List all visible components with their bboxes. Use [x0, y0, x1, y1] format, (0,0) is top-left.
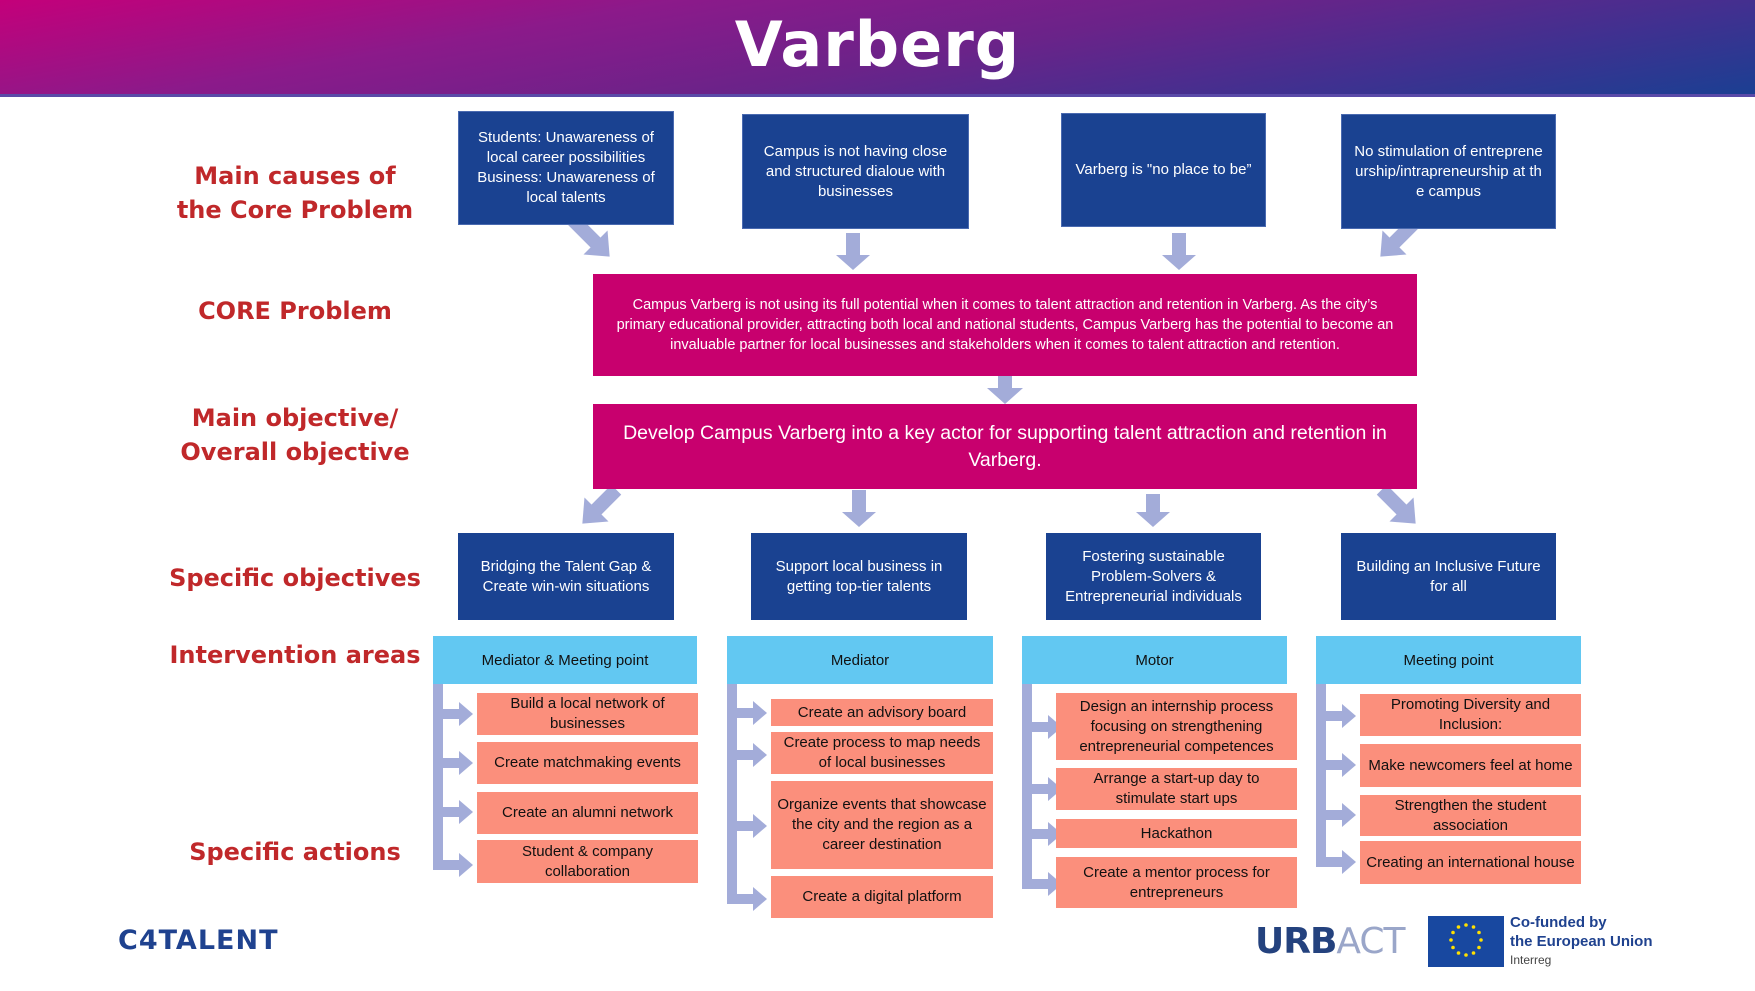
interreg-label: Interreg [1510, 953, 1552, 967]
specific-objective-box-4: Building an Inclusive Future for all [1341, 533, 1556, 620]
cause-box-4: No stimulation of entrepreneurship/intra… [1341, 114, 1556, 229]
label-main-causes-line1: Main causes of [194, 162, 396, 190]
eu-cofunded-line2: the European Union [1510, 933, 1653, 950]
action-1-3: Create an alumni network [477, 792, 698, 834]
bracket-column-2-icon [727, 684, 767, 911]
action-4-3: Strengthen the student association [1360, 795, 1581, 836]
c4talent-logo: C4TALENT [118, 925, 279, 956]
title-banner: Varberg [0, 0, 1755, 97]
label-core-problem: CORE Problem [198, 297, 392, 325]
eu-cofunded-line1: Co-funded by [1510, 914, 1607, 931]
action-4-4: Creating an international house [1360, 841, 1581, 884]
specific-objective-box-3: Fostering sustainable Problem-Solvers & … [1046, 533, 1261, 620]
label-main-causes: Main causes of the Core Problem [150, 159, 440, 227]
label-specific-objectives: Specific objectives [169, 564, 421, 592]
specific-objective-box-2: Support local business in getting top-ti… [751, 533, 967, 620]
label-main-causes-line2: the Core Problem [176, 196, 414, 224]
action-1-2: Create matchmaking events [477, 742, 698, 784]
specific-objective-box-1: Bridging the Talent Gap & Create win-win… [458, 533, 674, 620]
arrow-objective-2-icon [842, 490, 876, 527]
eu-flag-icon [1428, 916, 1504, 967]
intervention-area-2: Mediator [727, 636, 993, 684]
bracket-column-4-icon [1316, 684, 1356, 874]
action-4-1: Promoting Diversity and Inclusion: [1360, 694, 1581, 736]
arrow-cause-3-icon [1162, 233, 1196, 270]
core-problem-box: Campus Varberg is not using its full pot… [593, 274, 1417, 376]
urbact-logo-part1: URB [1255, 921, 1337, 962]
action-2-3: Organize events that showcase the city a… [771, 781, 993, 869]
page-title: Varberg [734, 8, 1021, 81]
action-2-2: Create process to map needs of local bus… [771, 732, 993, 774]
label-main-objective-line2: Overall objective [180, 438, 410, 466]
intervention-area-4: Meeting point [1316, 636, 1581, 684]
cause-box-1: Students: Unawareness of local career po… [458, 111, 674, 225]
label-main-objective-line1: Main objective/ [191, 404, 399, 432]
cause-box-3: Varberg is "no place to be” [1061, 113, 1266, 227]
action-4-2: Make newcomers feel at home [1360, 744, 1581, 787]
action-2-1: Create an advisory board [771, 699, 993, 726]
action-3-2: Arrange a start-up day to stimulate star… [1056, 768, 1297, 810]
urbact-logo-part2: ACT [1336, 921, 1405, 962]
intervention-area-1: Mediator & Meeting point [433, 636, 697, 684]
arrow-cause-2-icon [836, 233, 870, 270]
urbact-logo: URBACT [1255, 921, 1406, 962]
label-specific-actions: Specific actions [189, 838, 401, 866]
arrow-objective-3-icon [1136, 494, 1170, 527]
label-main-objective: Main objective/ Overall objective [150, 401, 440, 469]
arrow-core-to-objective-icon [987, 376, 1023, 404]
action-1-4: Student & company collaboration [477, 840, 698, 883]
cause-box-2: Campus is not having close and structure… [742, 114, 969, 229]
action-3-4: Create a mentor process for entrepreneur… [1056, 857, 1297, 908]
action-2-4: Create a digital platform [771, 876, 993, 918]
eu-cofunded-text: Co-funded by the European Union [1510, 913, 1653, 951]
intervention-area-3: Motor [1022, 636, 1287, 684]
action-1-1: Build a local network of businesses [477, 693, 698, 735]
action-3-3: Hackathon [1056, 819, 1297, 848]
label-intervention-areas: Intervention areas [169, 641, 421, 669]
main-objective-box: Develop Campus Varberg into a key actor … [593, 404, 1417, 489]
action-3-1: Design an internship process focusing on… [1056, 693, 1297, 760]
